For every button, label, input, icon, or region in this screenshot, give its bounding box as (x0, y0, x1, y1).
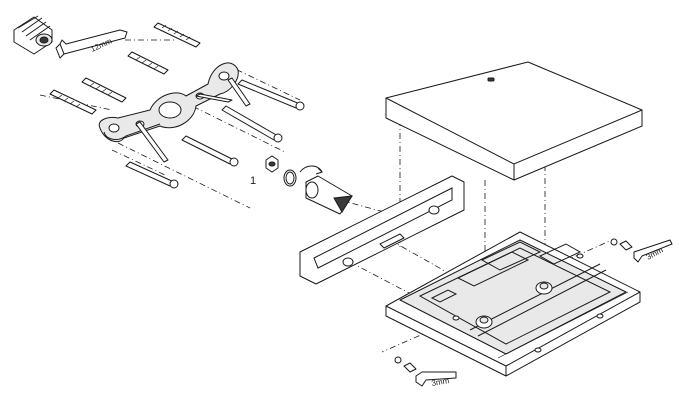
hex-key-12mm-icon (55, 29, 128, 59)
hex-key-3mm-bottom-icon (415, 371, 457, 387)
hex-key-3mm-right-icon (633, 239, 673, 263)
set-screws-right (610, 238, 633, 251)
part-1-connector (265, 155, 353, 215)
wall-rosette (299, 175, 465, 285)
set-screws-bottom (394, 356, 417, 373)
socket-adapter (13, 15, 53, 55)
mounting-bracket (98, 62, 251, 163)
base-unit (385, 231, 641, 377)
wall-plugs (49, 22, 201, 115)
hex-key-bottom-label: 3mm (431, 376, 450, 388)
cover-plate (385, 61, 643, 181)
mounting-screws (125, 79, 305, 189)
part-number-label: 1 (250, 175, 256, 187)
